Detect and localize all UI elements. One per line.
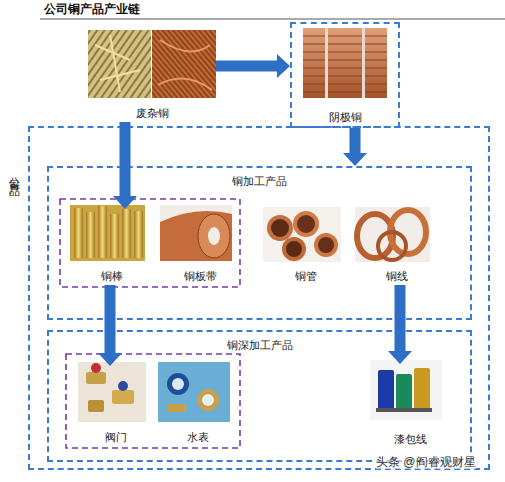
enamelled-wire-photo (370, 360, 442, 420)
copper-tube-photo (263, 207, 341, 262)
group-outline (66, 354, 240, 448)
flow-arrow (343, 128, 367, 166)
cathode-copper-photo (303, 28, 387, 98)
company-products-box: 公司产品铜加工产品铜棒铜板带铜管铜线铜深加工产品阀门水表漆包线 (28, 126, 490, 470)
flow-arrow (98, 285, 122, 366)
product-item: 铜线 (359, 211, 434, 285)
source-material: 废杂铜 (88, 30, 216, 122)
node-label: 铜板带 (164, 269, 236, 283)
diagram-title: 公司铜产品产业链 (44, 2, 140, 16)
source-material-box: 阴极铜 (290, 22, 400, 128)
node-label: 公司产品 (8, 168, 22, 180)
flow-arrow (216, 54, 290, 78)
product-item: 阀门 (82, 366, 150, 446)
node-label: 阀门 (82, 430, 150, 444)
product-item: 铜管 (267, 211, 345, 285)
product-item: 水表 (162, 366, 234, 446)
title-rule (40, 19, 505, 20)
scrap-copper-photo (88, 30, 216, 98)
copper-strip-photo (160, 205, 232, 261)
node-label: 阴极铜 (292, 110, 398, 124)
product-item: 铜棒 (74, 209, 149, 285)
product-item: 漆包线 (374, 364, 446, 448)
node-label: 铜加工产品 (49, 174, 470, 188)
water-meter-photo (158, 362, 230, 422)
watermark: 头条 @阎睿观财星 (376, 455, 476, 469)
group-outline (60, 199, 240, 287)
node-label: 铜棒 (74, 269, 149, 283)
node-label: 铜线 (359, 269, 434, 283)
product-item: 铜板带 (164, 209, 236, 285)
flow-arrow (388, 285, 412, 364)
copper-wire-photo (355, 207, 430, 262)
flow-arrow (113, 122, 137, 209)
valve-photo (78, 362, 146, 422)
copper-rod-photo (70, 205, 145, 261)
node-label: 水表 (162, 430, 234, 444)
node-label: 废杂铜 (88, 106, 216, 120)
node-label: 铜管 (267, 269, 345, 283)
node-label: 漆包线 (374, 432, 446, 446)
